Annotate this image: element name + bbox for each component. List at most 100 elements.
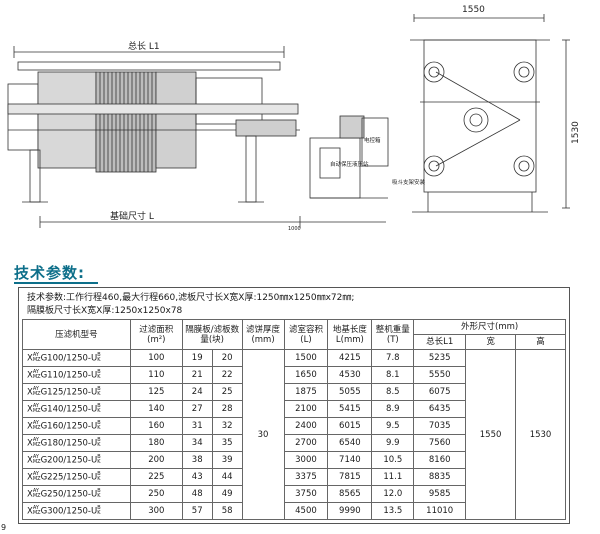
filter-press-drawing: 总长 L1 基础尺寸 L 1550 1530 1000 电控箱 自动保压液压站 … xyxy=(7,5,581,232)
model-prefix: X xyxy=(27,506,33,517)
volume-cell: 2700 xyxy=(283,434,329,452)
filter-count-cell: 49 xyxy=(211,485,243,503)
model-sub: MZ xyxy=(32,492,41,499)
base-length-cell: 5415 xyxy=(327,400,373,418)
model-suffix-sub: K xyxy=(97,475,101,482)
model-sup: AY xyxy=(32,436,39,443)
diaphragm-count-cell: 43 xyxy=(181,468,213,486)
filter-count-cell: 39 xyxy=(211,451,243,469)
base-length-cell: 4215 xyxy=(327,349,373,367)
volume-cell: 3375 xyxy=(283,468,329,486)
total-length-cell: 5550 xyxy=(413,366,467,384)
model-suffix-sup: B xyxy=(97,487,101,494)
dim-1550: 1550 xyxy=(462,5,485,15)
base-length-cell: 4530 xyxy=(327,366,373,384)
header-height: 高 xyxy=(515,334,566,350)
thickness-cell: 30 xyxy=(241,349,285,520)
model-sub: MZ xyxy=(32,475,41,482)
diaphragm-count-cell: 21 xyxy=(181,366,213,384)
foundation-label: 基础尺寸 L xyxy=(110,210,154,222)
model-prefix: X xyxy=(27,438,33,449)
weight-cell: 8.1 xyxy=(371,366,415,384)
volume-cell: 1500 xyxy=(283,349,329,367)
model-name: G140/1250-U xyxy=(40,404,98,415)
model-sup: AY xyxy=(32,470,39,477)
base-length-cell: 7140 xyxy=(327,451,373,469)
model-sub: MZ xyxy=(32,509,41,516)
end-view xyxy=(410,14,570,213)
model-sub: MZ xyxy=(32,424,41,431)
filter-count-cell: 58 xyxy=(211,502,243,520)
model-name: G160/1250-U xyxy=(40,421,98,432)
volume-cell: 2400 xyxy=(283,417,329,435)
model-suffix-sup: B xyxy=(97,402,101,409)
model-suffix-sup: B xyxy=(97,385,101,392)
header-outline: 外形尺寸(mm) xyxy=(413,319,566,335)
model-sup: AY xyxy=(32,402,39,409)
base-length-cell: 9990 xyxy=(327,502,373,520)
model-prefix: X xyxy=(27,370,33,381)
spec-intro-line1: 技术参数:工作行程460,最大行程660,滤板尺寸长X宽X厚:1250㎜x125… xyxy=(27,293,355,303)
model-sub: MZ xyxy=(32,373,41,380)
weight-cell: 13.5 xyxy=(371,502,415,520)
model-sub: MZ xyxy=(32,458,41,465)
diaphragm-count-cell: 48 xyxy=(181,485,213,503)
total-length-cell: 7560 xyxy=(413,434,467,452)
dim-1530: 1530 xyxy=(571,121,581,144)
total-length-cell: 6075 xyxy=(413,383,467,401)
model-name: G200/1250-U xyxy=(40,455,98,466)
model-name: G250/1250-U xyxy=(40,489,98,500)
model-prefix: X xyxy=(27,404,33,415)
model-prefix: X xyxy=(27,387,33,398)
total-length-cell: 11010 xyxy=(413,502,467,520)
area-cell: 300 xyxy=(129,502,183,520)
model-name: G110/1250-U xyxy=(40,370,98,381)
header-volume: 滤室容积(L) xyxy=(283,319,329,350)
diaphragm-count-cell: 24 xyxy=(181,383,213,401)
model-suffix-sup: B xyxy=(97,368,101,375)
weight-cell: 11.1 xyxy=(371,468,415,486)
diaphragm-count-cell: 27 xyxy=(181,400,213,418)
model-sup: AY xyxy=(32,453,39,460)
side-beam xyxy=(7,103,299,115)
filter-count-cell: 20 xyxy=(211,349,243,367)
model-suffix-sup: B xyxy=(97,504,101,511)
weight-cell: 10.5 xyxy=(371,451,415,469)
end-plate-left xyxy=(7,83,39,151)
header-width: 宽 xyxy=(465,334,517,350)
header-model: 压滤机型号 xyxy=(22,319,131,350)
header-base-length: 地基长度L(mm) xyxy=(327,319,373,350)
area-cell: 125 xyxy=(129,383,183,401)
volume-cell: 1875 xyxy=(283,383,329,401)
model-suffix-sub: K xyxy=(97,373,101,380)
filter-count-cell: 44 xyxy=(211,468,243,486)
model-suffix-sub: K xyxy=(97,441,101,448)
volume-cell: 2100 xyxy=(283,400,329,418)
model-suffix-sub: K xyxy=(97,509,101,516)
model-sub: MZ xyxy=(32,356,41,363)
spec-box: 技术参数:工作行程460,最大行程660,滤板尺寸长X宽X厚:1250㎜x125… xyxy=(18,287,570,524)
model-sup: AY xyxy=(32,385,39,392)
filter-count-cell: 28 xyxy=(211,400,243,418)
weight-cell: 7.8 xyxy=(371,349,415,367)
model-suffix-sub: K xyxy=(97,407,101,414)
model-suffix-sup: B xyxy=(97,419,101,426)
filter-count-cell: 22 xyxy=(211,366,243,384)
diaphragm-count-cell: 19 xyxy=(181,349,213,367)
spec-table: 压滤机型号 过滤面积(m²) 隔膜板/滤板数量(块) 滤饼厚度(mm) 滤室容积… xyxy=(22,319,566,520)
model-sub: MZ xyxy=(32,441,41,448)
model-sup: AY xyxy=(32,368,39,375)
model-prefix: X xyxy=(27,489,33,500)
model-sup: AY xyxy=(32,504,39,511)
model-name: G100/1250-U xyxy=(40,353,98,364)
total-length-label: 总长 L1 xyxy=(128,40,160,52)
